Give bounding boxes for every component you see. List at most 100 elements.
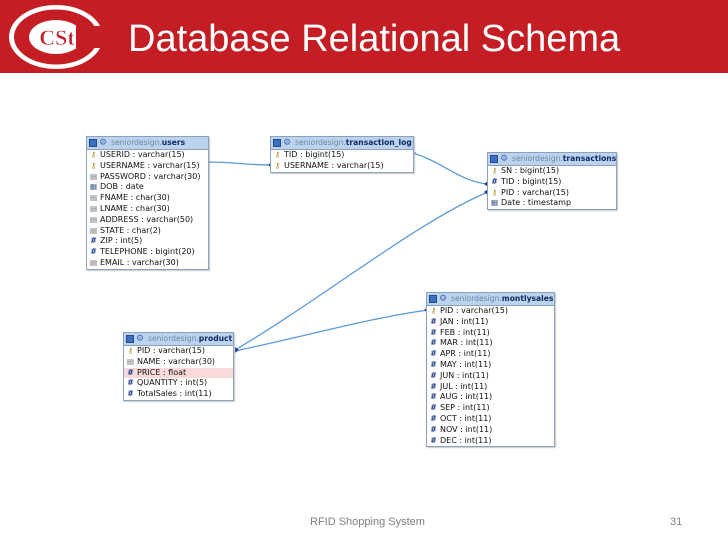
table-header[interactable]: ⚙seniordesign.users [87,137,208,150]
numeric-field-icon: # [430,392,437,402]
table-header[interactable]: ⚙seniordesign.product [124,333,233,346]
field-label: NOV : int(11) [440,424,493,434]
table-field-row[interactable]: ⚷PID : varchar(15) [427,306,554,317]
table-field-row[interactable]: #MAR : int(11) [427,338,554,349]
field-label: QUANTITY : int(5) [137,378,208,388]
table-field-row[interactable]: ⚷TID : bigint(15) [271,150,413,161]
table-field-row[interactable]: ⚷PID : varchar(15) [488,188,616,199]
numeric-field-icon: # [127,389,134,399]
numeric-field-icon: # [127,367,134,377]
table-field-row[interactable]: #QUANTITY : int(5) [124,378,233,389]
numeric-field-icon: # [430,424,437,434]
title-banner: CSt Database Relational Schema [0,0,728,73]
slide-title: Database Relational Schema [128,18,621,60]
table-users[interactable]: ⚙seniordesign.users⚷USERID : varchar(15)… [86,136,209,270]
field-label: DOB : date [100,182,144,192]
checkbox-icon[interactable] [490,154,498,163]
table-header[interactable]: ⚙seniordesign.transaction_log [271,137,413,150]
field-label: JAN : int(11) [440,316,489,326]
table-field-row[interactable]: #DEC : int(11) [427,436,554,447]
table-field-row[interactable]: #TotalSales : int(11) [124,389,233,400]
checkbox-icon[interactable] [126,334,134,343]
field-label: Date : timestamp [501,198,572,208]
checkbox-icon[interactable] [89,138,97,147]
field-label: PID : varchar(15) [137,346,205,355]
key-icon: ⚷ [430,306,437,315]
table-field-row[interactable]: ▤FNAME : char(30) [87,193,208,204]
relation-transaction-log-transactions [411,152,489,185]
logo-lettering: CSt [39,25,75,50]
text-field-icon: ▤ [89,171,98,181]
table-name: seniordesign.montlysales [451,293,553,305]
gear-icon[interactable]: ⚙ [136,334,145,344]
gear-icon[interactable]: ⚙ [283,138,292,148]
table-field-row[interactable]: ⚷PID : varchar(15) [124,346,233,357]
table-field-row[interactable]: ⚷USERNAME : varchar(15) [271,161,413,172]
table-transaction-log[interactable]: ⚙seniordesign.transaction_log⚷TID : bigi… [270,136,414,173]
checkbox-icon[interactable] [273,138,281,147]
text-field-icon: ▤ [126,356,135,366]
text-field-icon: ▤ [89,193,98,203]
table-field-row[interactable]: #AUG : int(11) [427,392,554,403]
table-field-row[interactable]: #APR : int(11) [427,349,554,360]
field-label: EMAIL : varchar(30) [100,257,179,267]
table-field-row[interactable]: ▤ADDRESS : varchar(50) [87,215,208,226]
table-product[interactable]: ⚙seniordesign.product⚷PID : varchar(15)▤… [123,332,234,401]
gear-icon[interactable]: ⚙ [99,138,108,148]
table-field-row[interactable]: #PRICE : float [124,367,233,379]
field-label: PID : varchar(15) [501,187,569,197]
page-number: 31 [670,516,683,528]
footer-text: RFID Shopping System [310,516,425,528]
table-field-row[interactable]: ▦Date : timestamp [488,198,616,209]
table-field-row[interactable]: #TELEPHONE : bigint(20) [87,247,208,258]
table-name: seniordesign.users [111,137,185,149]
checkbox-icon[interactable] [429,294,437,303]
key-icon: ⚷ [90,150,97,159]
table-field-row[interactable]: #TID : bigint(15) [488,177,616,188]
table-field-row[interactable]: #MAY : int(11) [427,360,554,371]
table-field-row[interactable]: #JAN : int(11) [427,317,554,328]
table-field-row[interactable]: ⚷USERID : varchar(15) [87,150,208,161]
table-field-row[interactable]: #FEB : int(11) [427,328,554,339]
table-field-row[interactable]: #OCT : int(11) [427,414,554,425]
table-field-row[interactable]: #ZIP : int(5) [87,236,208,247]
numeric-field-icon: # [430,413,437,423]
table-field-row[interactable]: ▤NAME : varchar(30) [124,357,233,368]
table-title: montlysales [501,294,554,303]
field-label: JUL : int(11) [440,381,488,391]
table-header[interactable]: ⚙seniordesign.montlysales [427,293,554,306]
table-title: transaction_log [345,138,412,147]
table-field-row[interactable]: #JUN : int(11) [427,371,554,382]
table-title: transactions [562,154,616,163]
field-label: USERID : varchar(15) [100,150,185,159]
table-field-row[interactable]: ▤STATE : char(2) [87,226,208,237]
gear-icon[interactable]: ⚙ [439,294,448,304]
table-field-row[interactable]: ⚷SN : bigint(15) [488,166,616,177]
schema-name: seniordesign. [512,154,563,163]
table-transactions[interactable]: ⚙seniordesign.transactions⚷SN : bigint(1… [487,152,617,211]
table-field-row[interactable]: #JUL : int(11) [427,382,554,393]
table-field-row[interactable]: ▤LNAME : char(30) [87,204,208,215]
table-field-row[interactable]: ⚷USERNAME : varchar(15) [87,161,208,172]
schema-name: seniordesign. [451,294,502,303]
text-field-icon: ▤ [89,225,98,235]
table-header[interactable]: ⚙seniordesign.transactions [488,153,616,166]
numeric-field-icon: # [90,247,97,257]
university-logo-icon: CSt [9,5,110,69]
table-field-row[interactable]: ▤EMAIL : varchar(30) [87,258,208,269]
table-title: users [161,138,186,147]
table-field-row[interactable]: ▦DOB : date [87,182,208,193]
field-label: LNAME : char(30) [100,203,170,213]
field-label: SN : bigint(15) [501,166,560,175]
table-field-row[interactable]: #SEP : int(11) [427,403,554,414]
schema-name: seniordesign. [111,138,162,147]
gear-icon[interactable]: ⚙ [500,154,509,164]
date-field-icon: ▦ [490,198,499,208]
table-field-row[interactable]: ▤PASSWORD : varchar(30) [87,172,208,183]
table-montlysales[interactable]: ⚙seniordesign.montlysales⚷PID : varchar(… [426,292,555,448]
table-title: product [198,334,233,343]
numeric-field-icon: # [90,236,97,246]
table-name: seniordesign.transactions [512,153,616,165]
table-field-row[interactable]: #NOV : int(11) [427,425,554,436]
